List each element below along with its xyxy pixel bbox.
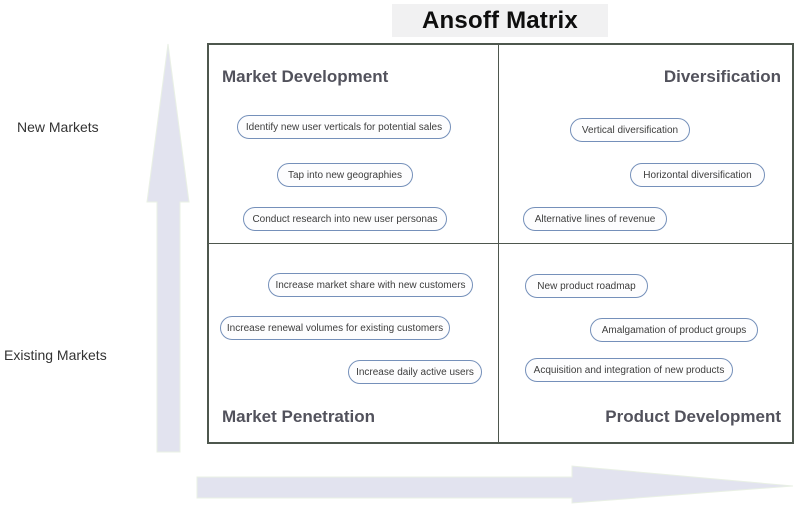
- quadrant-market-penetration: Market Penetration: [209, 244, 499, 442]
- diagram-title-box: Ansoff Matrix: [392, 4, 608, 37]
- quadrant-diversification: Diversification: [499, 45, 792, 244]
- strategy-pill: Amalgamation of product groups: [590, 318, 758, 342]
- strategy-pill: Increase daily active users: [348, 360, 482, 384]
- strategy-pill: Conduct research into new user personas: [243, 207, 447, 231]
- y-axis-label-new-markets: New Markets: [17, 119, 99, 135]
- quadrant-market-development: Market Development: [209, 45, 499, 244]
- strategy-pill: Increase market share with new customers: [268, 273, 473, 297]
- strategy-pill: Increase renewal volumes for existing cu…: [220, 316, 450, 340]
- quadrant-heading-market-development: Market Development: [222, 67, 389, 86]
- strategy-pill: Alternative lines of revenue: [523, 207, 667, 231]
- quadrant-heading-diversification: Diversification: [663, 67, 781, 86]
- strategy-pill: Acquisition and integration of new produ…: [525, 358, 733, 382]
- strategy-pill: Horizontal diversification: [630, 163, 765, 187]
- strategy-pill: New product roadmap: [525, 274, 648, 298]
- diagram-title: Ansoff Matrix: [422, 6, 578, 34]
- quadrant-heading-market-penetration: Market Penetration: [222, 407, 376, 426]
- y-axis-label-existing-markets: Existing Markets: [4, 347, 107, 363]
- quadrant-heading-product-development: Product Development: [605, 407, 781, 426]
- horizontal-axis-arrow: [196, 465, 794, 504]
- quadrant-product-development: Product Development: [499, 244, 792, 442]
- strategy-pill: Identify new user verticals for potentia…: [237, 115, 451, 139]
- strategy-pill: Tap into new geographies: [277, 163, 413, 187]
- strategy-pill: Vertical diversification: [570, 118, 690, 142]
- matrix-grid: Market Development Diversification Marke…: [207, 43, 794, 444]
- vertical-axis-arrow: [146, 43, 190, 453]
